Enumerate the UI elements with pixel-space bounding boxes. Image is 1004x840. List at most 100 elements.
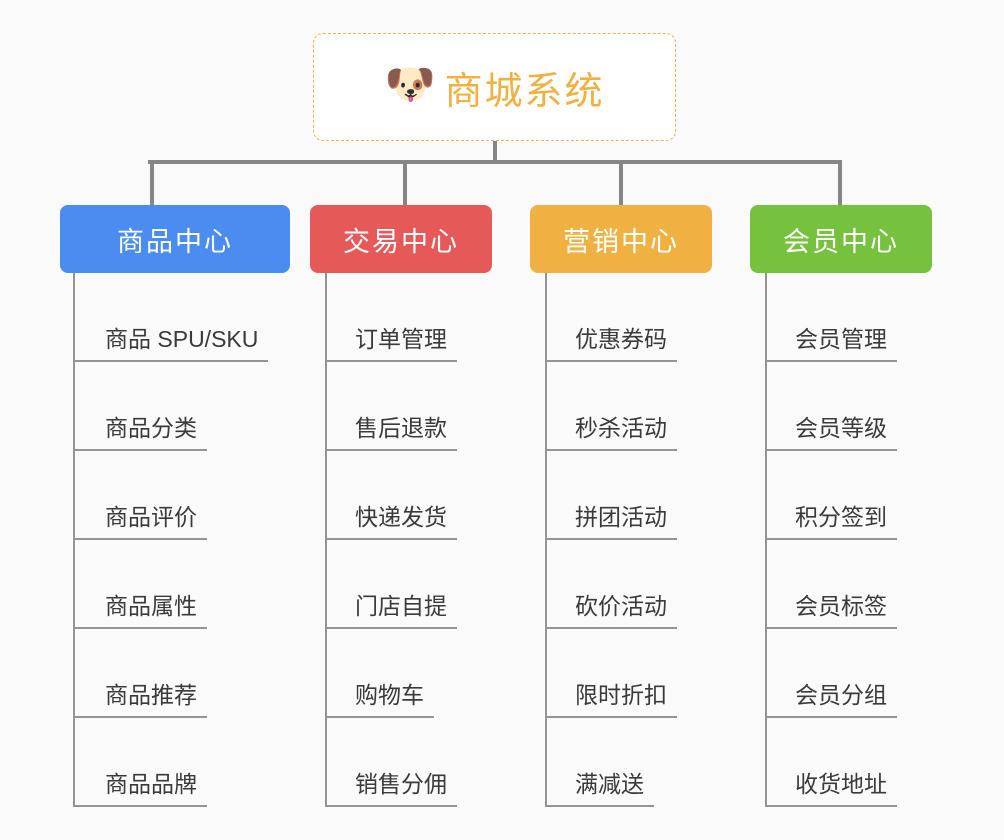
leaf-underline [73, 716, 207, 718]
category-header-label: 营销中心 [563, 226, 679, 257]
leaf-underline [325, 360, 457, 362]
leaf-item-label: 商品 SPU/SKU [105, 326, 259, 352]
leaf-list: 订单管理 售后退款 快递发货 门店自提 购物车 [310, 273, 492, 807]
leaf-item[interactable]: 优惠券码 [530, 273, 712, 362]
leaf-list: 商品 SPU/SKU 商品分类 商品评价 商品属性 商品推荐 [60, 273, 290, 807]
leaf-list: 优惠券码 秒杀活动 拼团活动 砍价活动 限时折扣 [530, 273, 712, 807]
leaf-branch: 会员管理 会员等级 积分签到 会员标签 会员分组 [750, 273, 932, 807]
leaf-list: 会员管理 会员等级 积分签到 会员标签 会员分组 [750, 273, 932, 807]
leaf-item[interactable]: 满减送 [530, 718, 712, 807]
leaf-item-label: 门店自提 [355, 593, 447, 619]
leaf-underline [765, 627, 897, 629]
branch-column-product-center: 商品中心 商品 SPU/SKU 商品分类 商品评价 商品属 [60, 160, 290, 807]
leaf-underline [545, 360, 677, 362]
category-header-label: 交易中心 [343, 226, 459, 257]
leaf-underline [545, 449, 677, 451]
leaf-item-label: 积分签到 [795, 504, 887, 530]
leaf-item-label: 销售分佣 [355, 771, 447, 797]
branch-column-trade-center: 交易中心 订单管理 售后退款 快递发货 门店自提 [310, 160, 492, 807]
leaf-item[interactable]: 拼团活动 [530, 451, 712, 540]
leaf-item-label: 商品分类 [105, 415, 197, 441]
leaf-branch: 优惠券码 秒杀活动 拼团活动 砍价活动 限时折扣 [530, 273, 712, 807]
leaf-item-label: 会员标签 [795, 593, 887, 619]
leaf-underline [545, 538, 677, 540]
leaf-item-label: 满减送 [575, 771, 644, 797]
leaf-item-label: 限时折扣 [575, 682, 667, 708]
leaf-item-label: 收货地址 [795, 771, 887, 797]
leaf-item-label: 售后退款 [355, 415, 447, 441]
leaf-item-label: 会员管理 [795, 326, 887, 352]
leaf-item[interactable]: 商品评价 [60, 451, 290, 540]
leaf-underline [765, 805, 897, 807]
leaf-item-label: 优惠券码 [575, 326, 667, 352]
leaf-item[interactable]: 收货地址 [750, 718, 932, 807]
branch-spine [325, 273, 327, 807]
branch-column-marketing-center: 营销中心 优惠券码 秒杀活动 拼团活动 砍价活动 [530, 160, 712, 807]
root-stem-connector [493, 141, 497, 163]
root-node[interactable]: 🐶 商城系统 [313, 33, 676, 141]
leaf-underline [325, 449, 457, 451]
leaf-item[interactable]: 积分签到 [750, 451, 932, 540]
category-header-product-center[interactable]: 商品中心 [60, 205, 290, 273]
leaf-underline [73, 360, 268, 362]
leaf-item[interactable]: 会员分组 [750, 629, 932, 718]
leaf-item-label: 购物车 [355, 682, 424, 708]
leaf-underline [325, 805, 457, 807]
leaf-item[interactable]: 会员等级 [750, 362, 932, 451]
leaf-underline [765, 538, 897, 540]
branch-spine [73, 273, 75, 807]
category-header-label: 商品中心 [117, 226, 233, 257]
leaf-underline [325, 716, 434, 718]
leaf-underline [545, 805, 654, 807]
branch-spine [765, 273, 767, 807]
leaf-underline [545, 716, 677, 718]
leaf-item[interactable]: 商品 SPU/SKU [60, 273, 290, 362]
leaf-item[interactable]: 门店自提 [310, 540, 492, 629]
leaf-item[interactable]: 售后退款 [310, 362, 492, 451]
column-stem-connector [403, 160, 407, 207]
leaf-underline [765, 449, 897, 451]
leaf-item-label: 商品属性 [105, 593, 197, 619]
column-stem-connector [150, 160, 154, 207]
category-header-trade-center[interactable]: 交易中心 [310, 205, 492, 273]
leaf-item[interactable]: 销售分佣 [310, 718, 492, 807]
leaf-item[interactable]: 商品品牌 [60, 718, 290, 807]
leaf-item[interactable]: 限时折扣 [530, 629, 712, 718]
leaf-underline [73, 805, 207, 807]
leaf-item[interactable]: 订单管理 [310, 273, 492, 362]
leaf-underline [325, 627, 457, 629]
branch-column-member-center: 会员中心 会员管理 会员等级 积分签到 会员标签 [750, 160, 932, 807]
leaf-underline [73, 449, 207, 451]
column-stem-connector [838, 160, 842, 207]
category-header-marketing-center[interactable]: 营销中心 [530, 205, 712, 273]
leaf-item[interactable]: 购物车 [310, 629, 492, 718]
leaf-item[interactable]: 商品分类 [60, 362, 290, 451]
leaf-item-label: 快递发货 [355, 504, 447, 530]
leaf-item[interactable]: 砍价活动 [530, 540, 712, 629]
branch-spine [545, 273, 547, 807]
leaf-item[interactable]: 快递发货 [310, 451, 492, 540]
leaf-item-label: 秒杀活动 [575, 415, 667, 441]
leaf-item-label: 砍价活动 [575, 593, 667, 619]
category-header-member-center[interactable]: 会员中心 [750, 205, 932, 273]
leaf-item[interactable]: 商品推荐 [60, 629, 290, 718]
leaf-item-label: 商品评价 [105, 504, 197, 530]
leaf-underline [325, 538, 457, 540]
leaf-branch: 订单管理 售后退款 快递发货 门店自提 购物车 [310, 273, 492, 807]
leaf-item-label: 会员等级 [795, 415, 887, 441]
leaf-underline [765, 716, 897, 718]
leaf-underline [73, 627, 207, 629]
column-stem-connector [619, 160, 623, 207]
leaf-item[interactable]: 商品属性 [60, 540, 290, 629]
leaf-item[interactable]: 秒杀活动 [530, 362, 712, 451]
leaf-underline [765, 360, 897, 362]
leaf-item[interactable]: 会员管理 [750, 273, 932, 362]
dog-face-icon: 🐶 [384, 61, 436, 107]
root-title: 商城系统 [444, 70, 605, 113]
category-header-label: 会员中心 [783, 226, 899, 257]
leaf-item-label: 商品品牌 [105, 771, 197, 797]
leaf-item-label: 拼团活动 [575, 504, 667, 530]
leaf-item[interactable]: 会员标签 [750, 540, 932, 629]
leaf-underline [545, 627, 677, 629]
